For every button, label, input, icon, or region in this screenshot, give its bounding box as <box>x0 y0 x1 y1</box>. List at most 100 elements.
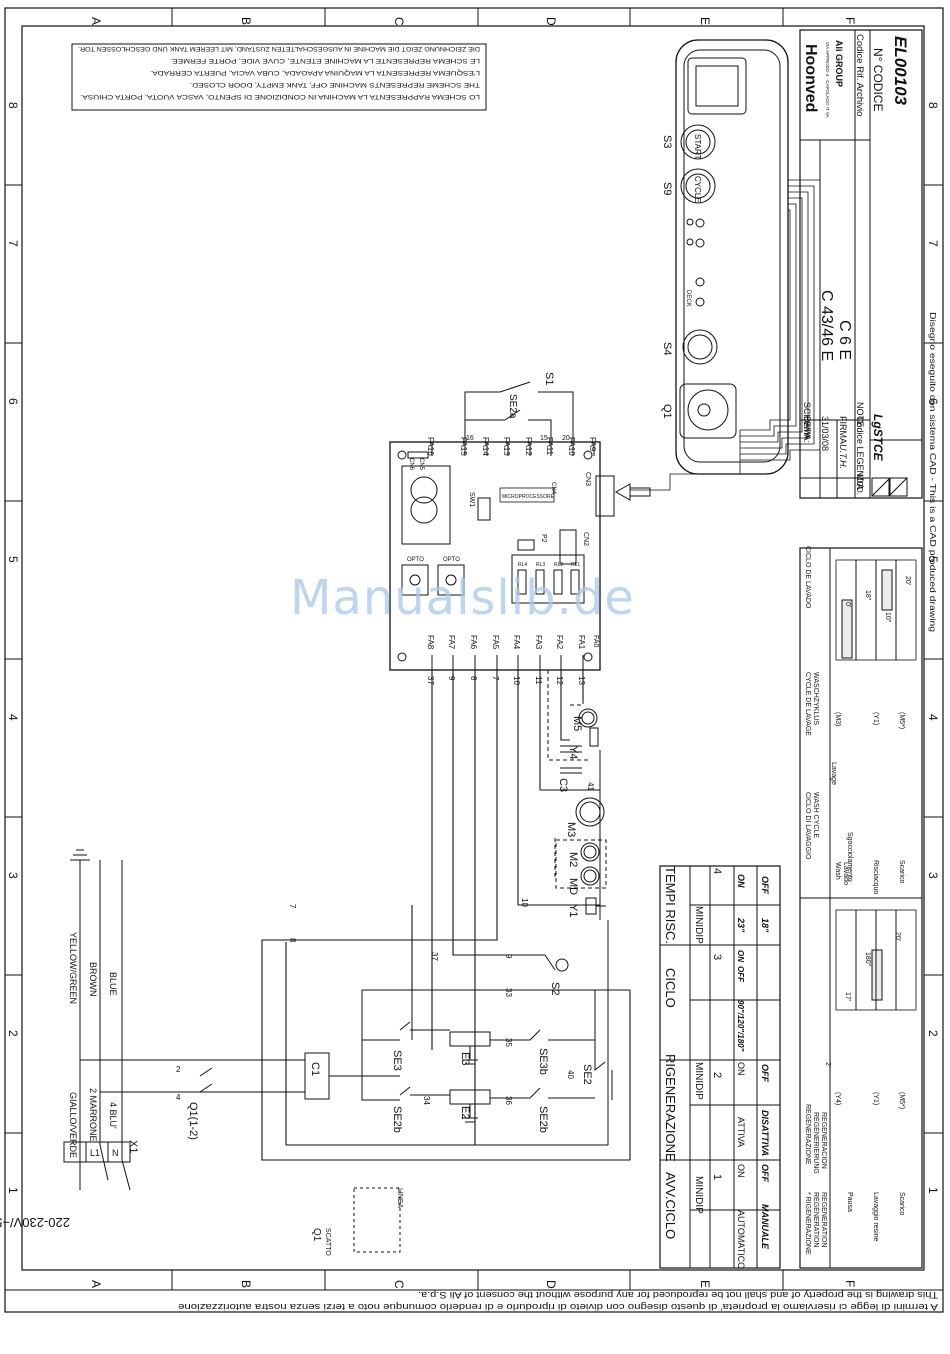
row-label-3-right: 3 <box>926 872 940 879</box>
terminal-fa13: FA13 <box>502 437 511 456</box>
drawing-frame <box>4 7 944 1313</box>
row-manuale-dip2: OFF <box>760 1064 770 1082</box>
codice-value: EL00103 <box>891 36 910 106</box>
wire-15-label: 15 <box>540 435 548 442</box>
q1-scatto-label: Q1 <box>311 1228 322 1242</box>
wire-2-label: 2 <box>176 1065 181 1074</box>
col-label-d-bottom: D <box>544 1280 558 1289</box>
cycle-legends <box>799 547 923 1269</box>
footer-line-2: This drawing is the property of and shal… <box>418 1289 938 1300</box>
brand-logo: Hoonved <box>802 44 819 112</box>
row-automatico-dip1: ON <box>736 1164 746 1178</box>
row-label-6-left: 6 <box>6 398 20 405</box>
wire-20-label: 20 <box>562 435 570 442</box>
connector-cn2: CN2 <box>582 532 589 546</box>
legend-regen-time-17: 17' <box>844 992 851 1001</box>
wire-37-mid-label: 37 <box>430 952 439 961</box>
supply-marrone: 2 MARRONE <box>88 1088 98 1142</box>
row-label-8-left: 8 <box>6 102 20 109</box>
terminal-fa6: FA6 <box>469 635 478 650</box>
wire-9-label: 9 <box>447 676 456 681</box>
terminal-fa9: FA9 <box>588 437 597 452</box>
legend-regen-item-4: REGENERACION <box>820 1112 827 1169</box>
door-switch-circuit <box>464 381 574 442</box>
legend-wash-time-18: 18" <box>864 590 871 601</box>
terminal-fa4: FA4 <box>512 635 521 650</box>
row-manuale: MANUALE <box>760 1204 770 1250</box>
terminal-fa1: FA1 <box>577 635 586 650</box>
table-header-avv-ciclo: AVV.CICLO <box>663 1172 678 1239</box>
se2a-label: SE2a <box>507 394 518 419</box>
legenda-label: Codice LEGENDA <box>855 416 865 490</box>
terminal-l1: L1 <box>90 1148 100 1158</box>
note-line-5: DIE ZEICHNUNG ZEIGT DIE MACHINE IN AUSGE… <box>78 45 480 52</box>
panel-label-q1: Q1 <box>661 404 673 419</box>
m3-label: M3 <box>565 822 577 837</box>
panel-label-s3: S3 <box>661 135 673 148</box>
wire-16-label: 16 <box>466 435 474 442</box>
legend-regen-code-m5: (M5*) <box>898 1092 905 1109</box>
footer-line-1: A termini di legge ci riserviamo la prop… <box>178 1301 938 1312</box>
legend-wash-title-2: CYCLE DE LAVAGE <box>804 672 811 736</box>
wire-37-label: 37 <box>426 676 435 685</box>
supply-voltage: 220-230V/~50-60Hz <box>0 1215 70 1230</box>
relay-label-3: RL3 <box>536 562 545 568</box>
legend-wash-item-lavado: Lavado <box>842 862 849 885</box>
col-label-b-bottom: B <box>239 1280 253 1288</box>
legend-wash-time-10: 10" <box>884 612 891 623</box>
wire-41-label: 41 <box>586 782 595 791</box>
watermark-logo: Manualslib.de <box>290 570 635 626</box>
terminal-fa7: FA7 <box>447 635 456 650</box>
terminal-fa14: FA14 <box>481 437 490 456</box>
dip-switch-table <box>659 865 781 1269</box>
col-label-a-bottom: A <box>89 1280 103 1288</box>
start-button-label: START <box>693 134 702 160</box>
m2-label: M2 <box>567 852 579 867</box>
relay-label-2: RL2 <box>554 562 563 568</box>
wire-34-label: 34 <box>422 1096 431 1105</box>
wire-8-left-label: 8 <box>288 938 297 943</box>
group-label: Ali GROUP <box>834 40 844 87</box>
e3-label: E3 <box>459 1052 471 1065</box>
y1-label: Y1 <box>567 904 579 917</box>
minidip-label-4: MINIDIP <box>693 906 704 944</box>
legend-wash-code-m3: (M3) <box>834 712 841 726</box>
col-label-d-top: D <box>544 17 558 26</box>
col-label-e-top: E <box>698 17 712 25</box>
board-wiring <box>261 670 631 1161</box>
wire-9-mid-label: 9 <box>504 954 513 959</box>
firma-value: U.T.H. <box>838 444 848 469</box>
se2b-right-label: SE2b <box>537 1106 549 1133</box>
data-value: 31/03/08 <box>820 416 830 451</box>
row-manuale-off4: OFF <box>760 876 770 894</box>
legend-wash-item-risc: Risciacquo <box>872 860 879 894</box>
terminal-fa0: FA0 <box>592 635 599 648</box>
row-label-1-right: 1 <box>926 1187 940 1194</box>
row-label-6-right: 6 <box>926 398 940 405</box>
row-label-2-right: 2 <box>926 1030 940 1037</box>
schema-value-2: C 6 E <box>836 320 853 360</box>
legend-regen-time-180: 180" <box>864 952 871 967</box>
codice-label: N° CODICE <box>871 48 885 111</box>
se3b-label: SE3b <box>537 1048 549 1075</box>
deck-label: DECK <box>685 290 691 307</box>
terminal-fa10: FA10 <box>567 437 576 456</box>
col-label-a-top: A <box>89 17 103 25</box>
terminal-fa11: FA11 <box>545 437 554 456</box>
row-automatico-rig: ATTIVA <box>736 1117 746 1147</box>
note-line-3: L'ESQUEMA REPRESENTA LA MAQUINA APAGADA,… <box>150 69 480 76</box>
wire-10-mid-label: 10 <box>520 898 529 907</box>
se2b-left-label: SE2b <box>391 1106 403 1133</box>
minidip-number-3: 3 <box>711 954 723 960</box>
wire-11-label: 11 <box>534 676 543 685</box>
note-line-4: LE SCHEMA REPRESENTE LA MACHINE ETENTE, … <box>170 57 480 64</box>
legend-regen-pausa: Pausa <box>846 1192 853 1212</box>
mod-label: MOD. <box>855 474 864 495</box>
legend-wash-title-3: CICLO DE LAVADO <box>804 546 811 609</box>
legend-wash-time-20: 20' <box>904 576 911 585</box>
terminal-fa12: FA12 <box>524 437 533 456</box>
machine-state-note-box <box>71 43 487 111</box>
table-header-ciclo: CICLO <box>663 968 678 1008</box>
legend-wash-item-wash: Wash <box>834 862 841 880</box>
minidip-number-1: 1 <box>711 1174 723 1180</box>
